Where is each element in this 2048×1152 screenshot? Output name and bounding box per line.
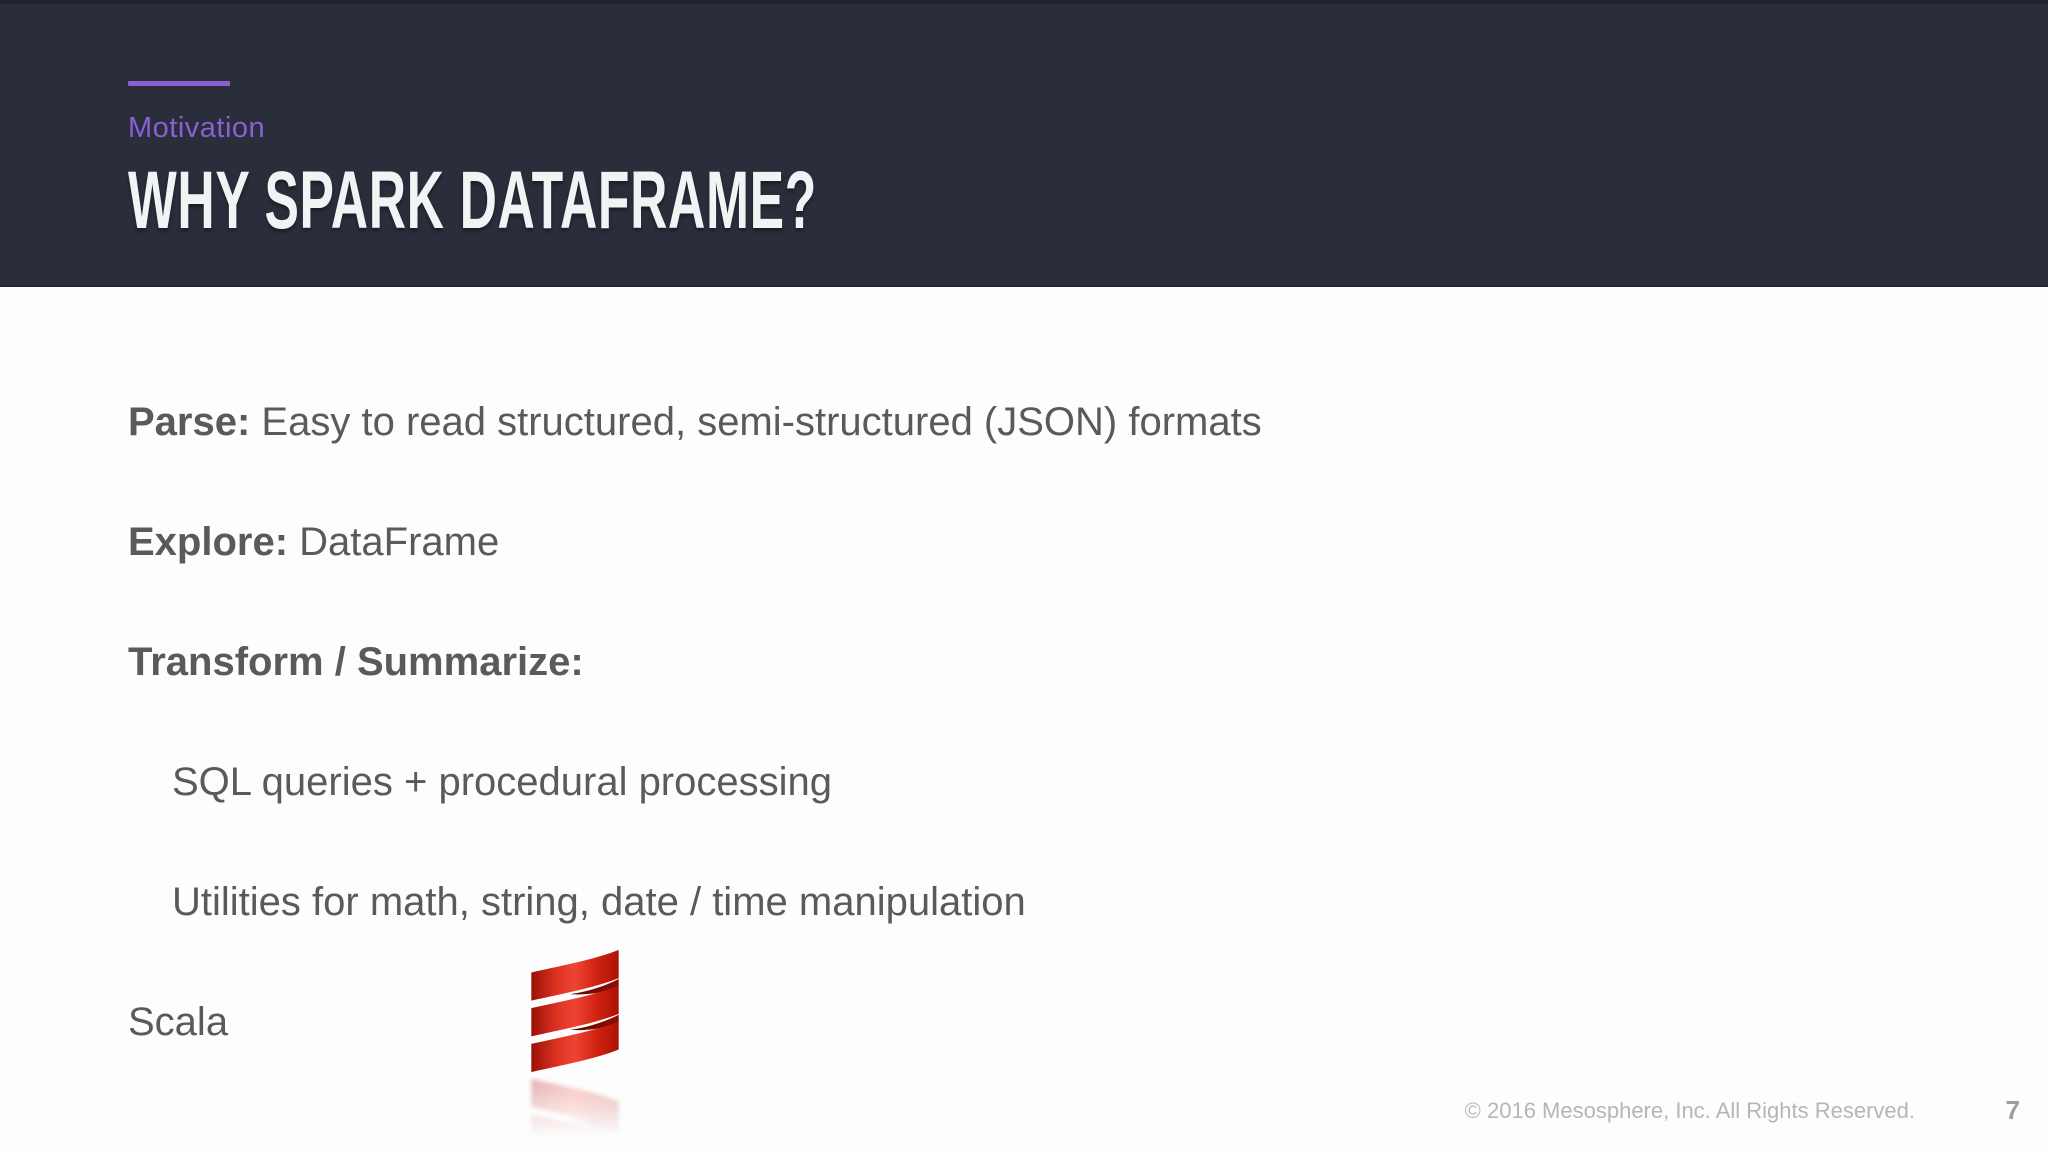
bullet-line: SQL queries + procedural processing (128, 758, 2048, 806)
bullet-line: Explore: DataFrame (128, 518, 2048, 566)
bullet-line: Transform / Summarize: (128, 638, 2048, 686)
bullet-label: Parse: (128, 400, 251, 444)
bullet-line: Scala (128, 998, 2048, 1046)
bullet-label: Transform / Summarize: (128, 640, 584, 684)
bullet-text: Scala (128, 1000, 229, 1044)
slide-header: Motivation WHY SPARK DATAFRAME? (0, 0, 2048, 287)
copyright-text: © 2016 Mesosphere, Inc. All Rights Reser… (1464, 1098, 1915, 1123)
scala-logo-reflection (531, 1078, 619, 1152)
bullet-list: Parse: Easy to read structured, semi-str… (128, 398, 2048, 1046)
scala-logo-image (531, 949, 619, 1073)
page-title-text: WHY SPARK DATAFRAME? (128, 155, 817, 246)
bullet-line: Parse: Easy to read structured, semi-str… (128, 398, 2048, 446)
slide-body: Parse: Easy to read structured, semi-str… (0, 287, 2048, 1152)
accent-rule (128, 81, 230, 86)
kicker: Motivation (128, 112, 266, 144)
bullet-line: Utilities for math, string, date / time … (128, 878, 2048, 926)
page-number: 7 (2005, 1095, 2020, 1125)
bullet-text: DataFrame (288, 520, 500, 564)
header-top-edge (0, 0, 2048, 4)
scala-logo-icon (523, 948, 627, 1152)
bullet-text: SQL queries + procedural processing (172, 760, 832, 804)
page-title: WHY SPARK DATAFRAME? (128, 160, 1222, 242)
bullet-text: Easy to read structured, semi-structured… (250, 400, 1262, 444)
bullet-text: Utilities for math, string, date / time … (172, 880, 1026, 924)
bullet-label: Explore: (128, 520, 289, 564)
